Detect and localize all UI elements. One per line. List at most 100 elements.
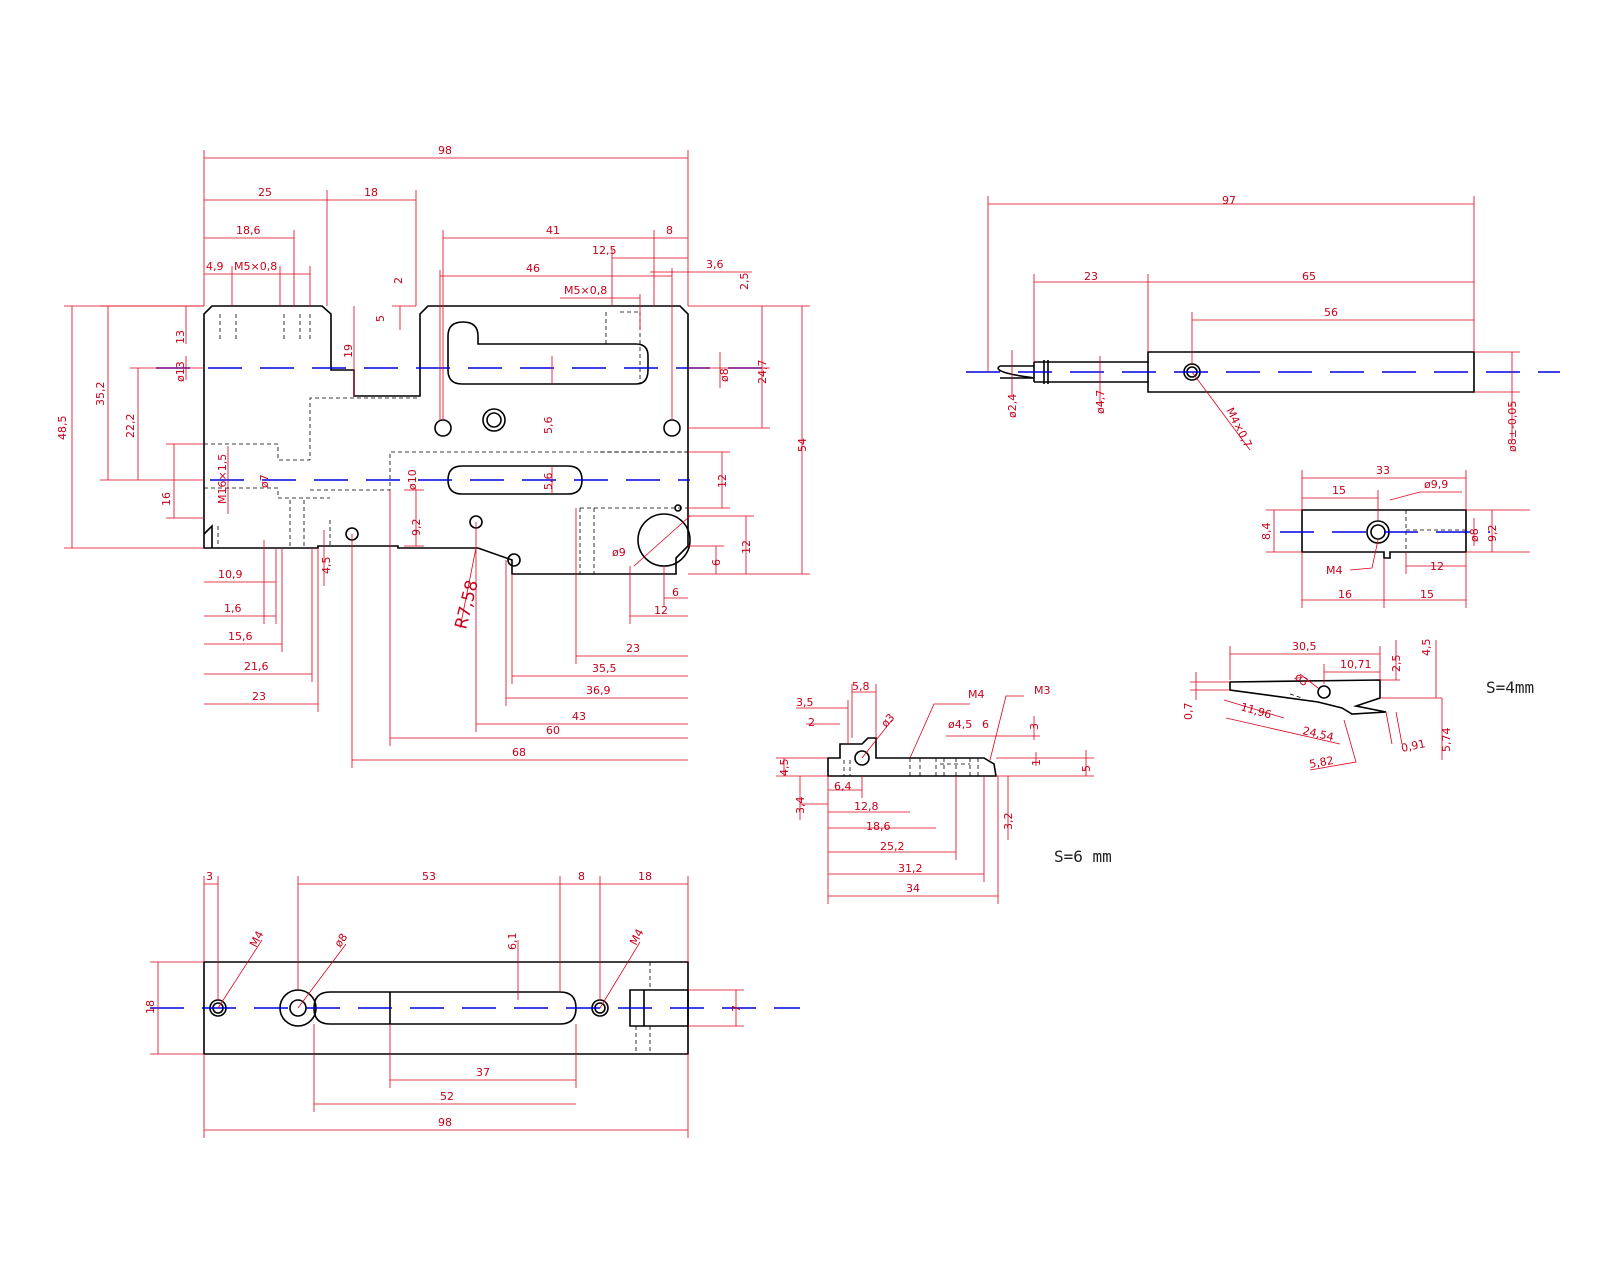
plate-dim-dia-8: ø8 — [332, 931, 351, 950]
dim-12-5: 12,5 — [592, 244, 617, 257]
small-dim-3-2: 3,2 — [1002, 813, 1015, 831]
dim-18-6: 18,6 — [236, 224, 261, 237]
lever-dim-10-71: 10,71 — [1340, 658, 1372, 671]
block-dim-12: 12 — [1430, 560, 1444, 573]
plate-dim-8: 8 — [578, 870, 585, 883]
dim-54: 54 — [796, 438, 809, 452]
shaft-dim-m4: M4×0,7 — [1223, 405, 1254, 449]
dim-6-bottom: 6 — [672, 586, 679, 599]
dim-4-9: 4,9 — [206, 260, 224, 273]
block-dim-8-4: 8,4 — [1260, 523, 1273, 541]
dim-9-2: 9,2 — [410, 519, 423, 537]
dim-18: 18 — [364, 186, 378, 199]
dim-46: 46 — [526, 262, 540, 275]
block-dim-15-bottom: 15 — [1420, 588, 1434, 601]
dim-25: 25 — [258, 186, 272, 199]
dim-6-right: 6 — [710, 559, 723, 566]
dim-12-bottom: 12 — [654, 604, 668, 617]
dim-60: 60 — [546, 724, 560, 737]
small-dim-4-5: 4,5 — [778, 759, 791, 777]
dim-21-6: 21,6 — [244, 660, 269, 673]
shaft-dim-56: 56 — [1324, 306, 1338, 319]
lever-view: 30,5 10,71 2,5 4,5 ø3 0,7 11,96 24,54 5,… — [1182, 639, 1534, 771]
dim-23-left: 23 — [252, 690, 266, 703]
small-dim-3-4: 3,4 — [794, 797, 807, 815]
dim-19: 19 — [342, 344, 355, 358]
plate-dim-3: 3 — [206, 870, 213, 883]
block-dim-15-top: 15 — [1332, 484, 1346, 497]
dim-dia-7: ø7 — [258, 474, 271, 488]
shaft-dim-dia-4-7: ø4,7 — [1094, 390, 1107, 414]
small-dim-3-5: 3,5 — [796, 696, 814, 709]
plate-dim-18-top: 18 — [638, 870, 652, 883]
dim-5: 5 — [374, 315, 387, 322]
small-dim-3: 3 — [1028, 723, 1041, 730]
small-dim-6-4: 6,4 — [834, 780, 852, 793]
dim-m5-right: M5×0,8 — [564, 284, 607, 297]
lever-dim-4-5: 4,5 — [1420, 639, 1433, 657]
small-part-thickness-note: S=6 mm — [1054, 847, 1112, 866]
dim-8: 8 — [666, 224, 673, 237]
dim-36-9: 36,9 — [586, 684, 611, 697]
small-dim-25-2: 25,2 — [880, 840, 905, 853]
dim-16: 16 — [160, 492, 173, 506]
small-dim-m4: M4 — [968, 688, 985, 701]
small-dim-6: 6 — [982, 718, 989, 731]
small-part-view: 3,5 5,8 M4 M3 2 ø3 ø4,5 6 3 4,5 6,4 1 5 … — [776, 680, 1112, 904]
block-dim-dia-8: ø8 — [1468, 528, 1481, 542]
small-dim-5: 5 — [1080, 765, 1093, 772]
plate-dim-6-1: 6,1 — [506, 933, 519, 951]
plate-dim-52: 52 — [440, 1090, 454, 1103]
block-dim-9-2: 9,2 — [1486, 525, 1499, 543]
small-dim-dia-3: ø3 — [879, 711, 898, 730]
dim-43: 43 — [572, 710, 586, 723]
lever-dim-0-7: 0,7 — [1182, 703, 1195, 721]
main-body-view: 98 25 18 18,6 4,9 M5×0,8 41 8 12,5 46 3,… — [56, 144, 810, 768]
lever-dim-0-91: 0,91 — [1400, 737, 1427, 755]
shaft-dim-dia-2-4: ø2,4 — [1006, 394, 1019, 418]
shaft-dim-23: 23 — [1084, 270, 1098, 283]
shaft-dim-97: 97 — [1222, 194, 1236, 207]
small-dim-18-6: 18,6 — [866, 820, 891, 833]
lever-dim-dia-3: ø3 — [1292, 670, 1311, 689]
dim-12-right-upper: 12 — [716, 474, 729, 488]
small-dim-34: 34 — [906, 882, 920, 895]
plate-dim-m4-right: M4 — [627, 927, 646, 948]
dim-1-6: 1,6 — [224, 602, 242, 615]
plate-dim-37: 37 — [476, 1066, 490, 1079]
small-dim-m3: M3 — [1034, 684, 1051, 697]
dim-15-6: 15,6 — [228, 630, 253, 643]
block-dim-33: 33 — [1376, 464, 1390, 477]
dim-dia-13: ø13 — [174, 361, 187, 382]
block-dim-dia-9-9: ø9,9 — [1424, 478, 1448, 491]
dim-4-5: 4,5 — [320, 557, 333, 575]
small-dim-31-2: 31,2 — [898, 862, 923, 875]
dim-48-5: 48,5 — [56, 416, 69, 441]
lever-dim-2-5: 2,5 — [1390, 655, 1403, 673]
block-view: 33 15 ø9,9 8,4 ø8 9,2 M4 12 16 15 — [1260, 464, 1530, 608]
block-dim-m4: M4 — [1326, 564, 1343, 577]
lever-dim-30-5: 30,5 — [1292, 640, 1317, 653]
small-dim-12-8: 12,8 — [854, 800, 879, 813]
small-dim-1: 1 — [1030, 759, 1043, 766]
dim-dia-10: ø10 — [406, 469, 419, 490]
lever-dim-5-74: 5,74 — [1440, 728, 1453, 753]
bottom-plate-view: 3 53 8 18 M4 ø8 6,1 M4 18 7 37 52 98 — [144, 870, 800, 1138]
dim-5-6-upper: 5,6 — [542, 417, 555, 435]
dim-m16: M16×1,5 — [216, 454, 229, 504]
dim-dia-8: ø8 — [718, 368, 731, 382]
lever-dim-5-82: 5,82 — [1308, 754, 1334, 771]
lever-dim-11-96: 11,96 — [1239, 700, 1273, 721]
shaft-dim-65: 65 — [1302, 270, 1316, 283]
dim-10-9: 10,9 — [218, 568, 243, 581]
plate-dim-18-left: 18 — [144, 1000, 157, 1014]
block-dim-16: 16 — [1338, 588, 1352, 601]
small-dim-2: 2 — [808, 716, 815, 729]
dim-35-5: 35,5 — [592, 662, 617, 675]
shaft-view: 97 23 65 56 ø2,4 ø4,7 M4×0,7 ø8±-0,05 — [966, 194, 1560, 452]
dim-2-5: 2,5 — [738, 273, 751, 291]
lever-dim-24-54: 24,54 — [1301, 724, 1335, 744]
shaft-dim-dia-8: ø8±-0,05 — [1506, 401, 1519, 452]
dim-2: 2 — [392, 277, 405, 284]
